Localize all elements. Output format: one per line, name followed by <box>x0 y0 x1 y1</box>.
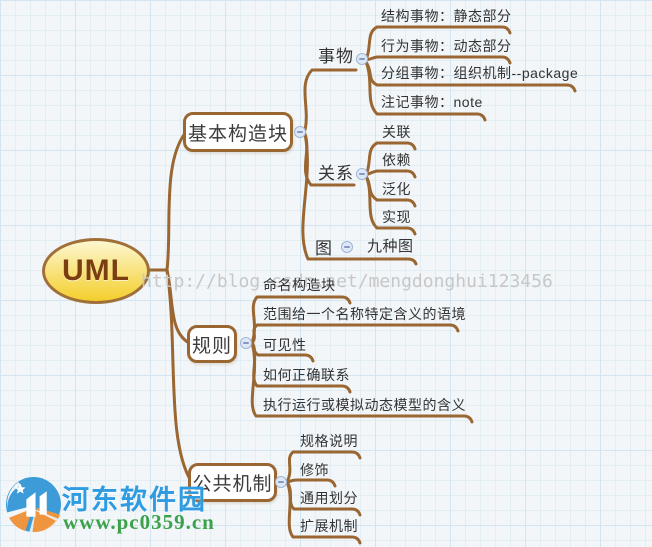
subtopic-extension-mechanism[interactable]: 扩展机制 <box>300 518 358 534</box>
connector-b1-diagrams <box>301 132 418 266</box>
site-name: 河东软件园 <box>62 485 207 515</box>
topic-common-mechanisms[interactable]: 公共机制 <box>188 463 277 502</box>
collapse-icon-common-mechanisms[interactable] <box>275 476 287 488</box>
topic-relationships[interactable]: 关系 <box>318 164 354 183</box>
subtopic-adornment[interactable]: 修饰 <box>300 462 329 478</box>
connector-root-b1 <box>165 130 188 272</box>
topic-rules[interactable]: 规则 <box>187 325 237 363</box>
connector-b1-things <box>303 68 358 132</box>
topic-things[interactable]: 事物 <box>318 47 354 66</box>
site-url: www.pc0359.cn <box>63 510 215 534</box>
subtopic-behavioral-things[interactable]: 行为事物：动态部分 <box>381 38 512 54</box>
topic-root[interactable]: UML <box>42 238 150 304</box>
subtopic-visibility[interactable]: 可见性 <box>263 337 307 353</box>
subtopic-realization[interactable]: 实现 <box>382 209 411 225</box>
subtopic-specification[interactable]: 规格说明 <box>300 433 358 449</box>
subtopic-dependency[interactable]: 依赖 <box>382 152 411 168</box>
topic-diagrams[interactable]: 图 <box>315 239 333 258</box>
connector-root-b3 <box>165 268 193 483</box>
subtopic-generalization[interactable]: 泛化 <box>382 181 411 197</box>
collapse-icon-things[interactable] <box>356 53 368 65</box>
subtopic-correct-relation[interactable]: 如何正确联系 <box>263 367 350 383</box>
collapse-icon-rules[interactable] <box>240 337 252 349</box>
collapse-icon-diagrams[interactable] <box>341 241 353 253</box>
subtopic-scope-context[interactable]: 范围给一个名称特定含义的语境 <box>263 306 466 322</box>
topic-basic-building-blocks[interactable]: 基本构造块 <box>183 112 293 152</box>
logo-mark-icon <box>6 477 61 533</box>
subtopic-nine-diagrams[interactable]: 九种图 <box>367 238 414 255</box>
collapse-icon-relationships[interactable] <box>356 168 368 180</box>
subtopic-common-division[interactable]: 通用划分 <box>300 490 358 506</box>
subtopic-grouping-things[interactable]: 分组事物：组织机制--package <box>381 65 579 81</box>
subtopic-annotational-things[interactable]: 注记事物：note <box>381 94 483 110</box>
subtopic-association[interactable]: 关联 <box>382 124 411 140</box>
subtopic-structural-things[interactable]: 结构事物：静态部分 <box>381 8 512 24</box>
watermark-url: http://blog.csdn.net/mengdonghui123456 <box>141 271 553 292</box>
subtopic-naming[interactable]: 命名构造块 <box>263 277 336 293</box>
site-logo: 河东软件园 www.pc0359.cn <box>5 465 265 547</box>
subtopic-execution-meaning[interactable]: 执行运行或模拟动态模型的含义 <box>263 397 466 413</box>
collapse-icon-basic-building-blocks[interactable] <box>294 126 306 138</box>
